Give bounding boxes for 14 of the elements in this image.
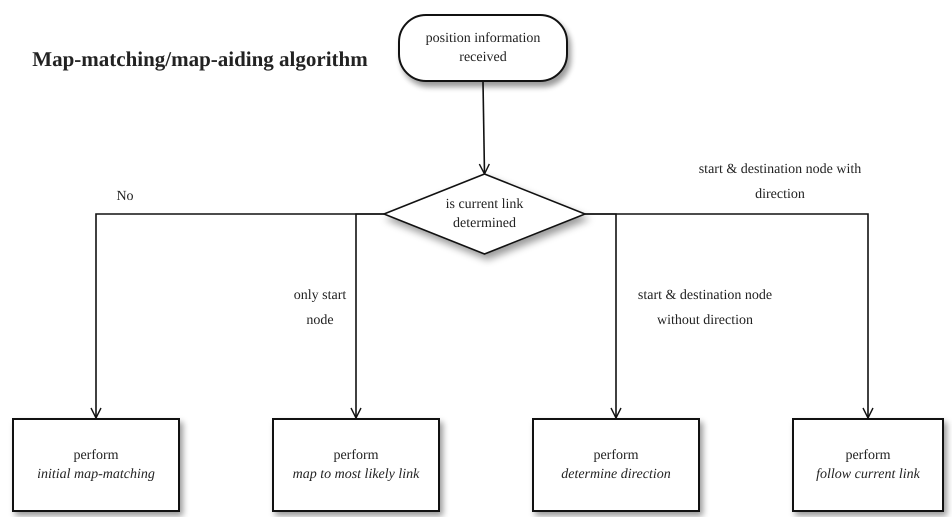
decision-diamond: is current link determined (384, 174, 585, 254)
process-box: perform map to most likely link (272, 418, 440, 512)
edge-label: only start node (292, 287, 348, 330)
edge-label: start & destination node with direction (698, 161, 862, 204)
edge-label: start & destination node without direction (636, 287, 774, 330)
process-box: perform determine direction (532, 418, 700, 512)
arrow (478, 82, 490, 175)
arrow (585, 213, 874, 419)
diagram-title: Map-matching/map-aiding algorithm (31, 46, 369, 73)
process-box: perform follow current link (792, 418, 944, 512)
process-box: perform initial map-matching (12, 418, 180, 512)
arrow (350, 213, 384, 419)
start-terminal: position information received (398, 14, 568, 82)
edge-label: No (115, 188, 135, 206)
